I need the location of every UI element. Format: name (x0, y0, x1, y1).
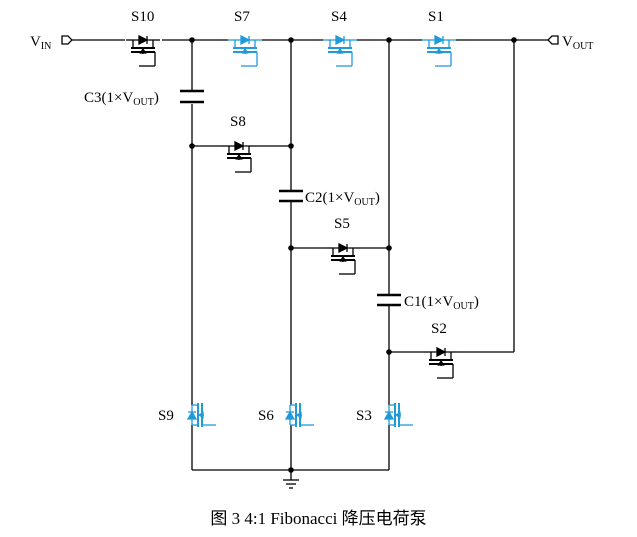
capacitors (180, 89, 401, 307)
capacitor-c2-icon (279, 189, 303, 203)
switch-s4-label: S4 (331, 9, 347, 25)
switch-s1-icon (422, 34, 456, 67)
junction-dot (386, 37, 392, 43)
capacitor-c3-icon (180, 89, 204, 104)
vin-label: VIN (30, 34, 51, 52)
switch-s5-icon (326, 242, 360, 275)
figure-caption: 图 3 4:1 Fibonacci 降压电荷泵 (210, 509, 427, 528)
junction-dot (189, 37, 195, 43)
switch-s7-icon (228, 34, 262, 67)
switch-s3-label: S3 (356, 408, 372, 424)
capacitor-c1-label: C1(1×VOUT) (404, 294, 479, 312)
vout-terminal: VOUT (547, 34, 593, 52)
junction-dot (288, 245, 294, 251)
switch-s5-label: S5 (334, 216, 350, 232)
switch-s9-icon (186, 403, 216, 427)
junction-dot (511, 37, 517, 43)
ground-icon (283, 479, 299, 489)
switch-s2-label: S2 (431, 321, 447, 337)
switch-s8-label: S8 (230, 114, 246, 130)
switch-s1-label: S1 (428, 9, 444, 25)
input-port-icon (61, 35, 73, 45)
switch-s3-icon (383, 403, 413, 427)
junction-dot (288, 143, 294, 149)
junction-dot (189, 143, 195, 149)
vout-label: VOUT (562, 34, 593, 52)
switch-s2-icon (424, 346, 458, 379)
switch-s10-icon (126, 34, 160, 67)
switch-s7-label: S7 (234, 9, 250, 25)
vin-terminal: VIN (30, 34, 73, 52)
switch-s10-label: S10 (131, 9, 154, 25)
switch-s9-label: S9 (158, 408, 174, 424)
switch-s4-icon (323, 34, 357, 67)
capacitor-c3-label: C3(1×VOUT) (84, 90, 159, 108)
capacitor-c1-icon (377, 293, 401, 307)
output-port-icon (547, 35, 559, 45)
switch-s6-label: S6 (258, 408, 274, 424)
junction-dot (386, 349, 392, 355)
switch-s6-icon (284, 403, 314, 427)
switch-s8-icon (222, 140, 256, 173)
junction-dot (386, 245, 392, 251)
junction-dot (288, 37, 294, 43)
junctions (189, 37, 517, 473)
capacitor-c2-label: C2(1×VOUT) (305, 190, 380, 208)
junction-dot (288, 467, 294, 473)
